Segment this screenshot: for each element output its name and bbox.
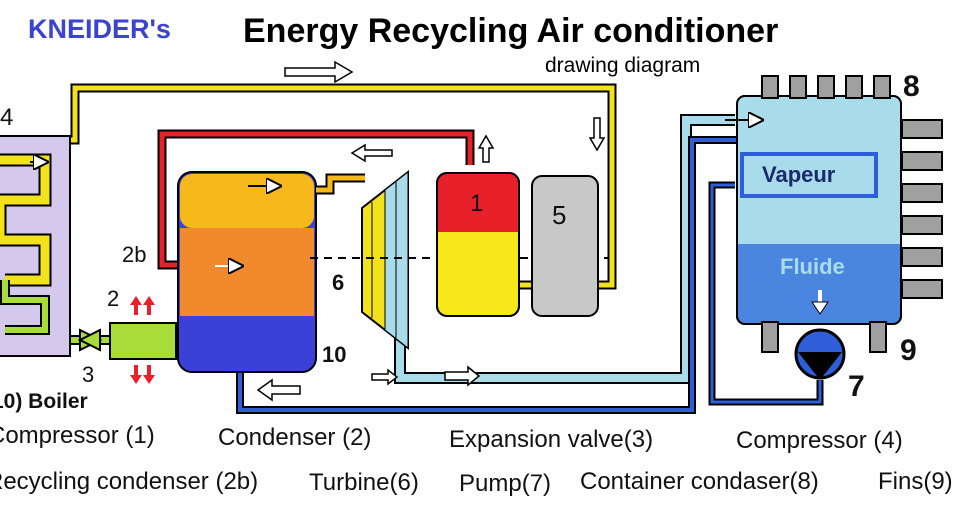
legend-boiler: 10) Boiler	[0, 390, 88, 413]
label-4: 4	[0, 104, 14, 131]
yellow-pipe-top	[40, 83, 617, 315]
page-subtitle: drawing diagram	[545, 54, 701, 77]
boiler-tank-10	[177, 171, 317, 373]
label-8: 8	[903, 70, 920, 103]
label-2: 2	[107, 286, 120, 311]
label-1: 1	[470, 190, 484, 217]
label-3: 3	[82, 362, 95, 387]
legend-condenser-2: Condenser (2)	[218, 424, 372, 451]
compressor-1	[436, 172, 520, 317]
boiler-unit-4	[0, 135, 71, 357]
container-condenser-8	[725, 95, 902, 325]
label-5: 5	[552, 200, 567, 230]
brand-name: KNEIDER's	[28, 14, 171, 44]
legend-compressor-4: Compressor (4)	[736, 427, 903, 454]
turbine-6	[361, 169, 409, 351]
legend-fins-9: Fins(9)	[878, 468, 953, 495]
heat-up-arrows	[130, 296, 155, 384]
expansion-valve-3	[77, 328, 103, 352]
label-2b: 2b	[122, 242, 147, 267]
legend-turbine-6: Turbine(6)	[309, 469, 419, 496]
label-vapeur: Vapeur	[762, 162, 836, 187]
block-5	[531, 175, 599, 317]
legend-expansion-valve-3: Expansion valve(3)	[449, 426, 654, 453]
page-title: Energy Recycling Air conditioner	[243, 12, 779, 50]
legend-compressor-1: Compressor (1)	[0, 422, 155, 449]
legend-recycling-condenser-2b: Recycling condenser (2b)	[0, 468, 259, 495]
label-7: 7	[848, 370, 865, 403]
label-9: 9	[900, 334, 917, 367]
flow-arrows	[256, 60, 606, 402]
legend-pump-7: Pump(7)	[459, 470, 552, 497]
label-6: 6	[332, 270, 345, 295]
label-fluide: Fluide	[780, 254, 845, 279]
fins-9	[761, 75, 943, 353]
legend-container-condaser-8: Container condaser(8)	[580, 468, 819, 495]
pump-7	[794, 328, 846, 380]
label-10: 10	[322, 342, 347, 367]
condenser-2	[109, 322, 177, 360]
